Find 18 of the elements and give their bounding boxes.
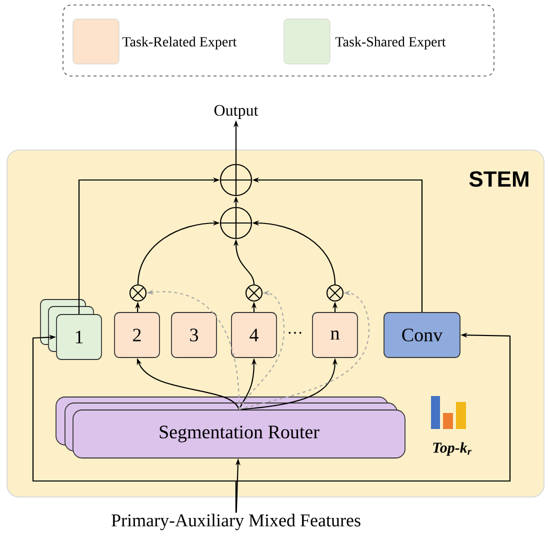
text-label: Output <box>214 105 258 119</box>
expert-box: n <box>312 312 358 358</box>
sum-circle <box>220 206 252 240</box>
conv-box: Conv <box>384 312 460 358</box>
expert-box: 1 <box>40 299 102 360</box>
product-circle <box>129 284 147 302</box>
text-label: Primary-Auxiliary Mixed Features <box>112 514 360 530</box>
expert-box: 3 <box>171 312 217 358</box>
legend-label: Task-Related Expert <box>122 36 237 50</box>
product-circle <box>326 284 344 302</box>
product-circle <box>245 284 263 302</box>
topk-label: Top-k$_{r}$ <box>433 442 472 456</box>
sum-circle <box>220 164 252 196</box>
legend-label: Task-Shared Expert <box>335 36 446 50</box>
ellipsis: ··· <box>288 332 302 334</box>
router-box: Segmentation Router <box>56 396 406 458</box>
expert-box: 4 <box>231 312 277 358</box>
expert-box: 2 <box>114 312 160 358</box>
